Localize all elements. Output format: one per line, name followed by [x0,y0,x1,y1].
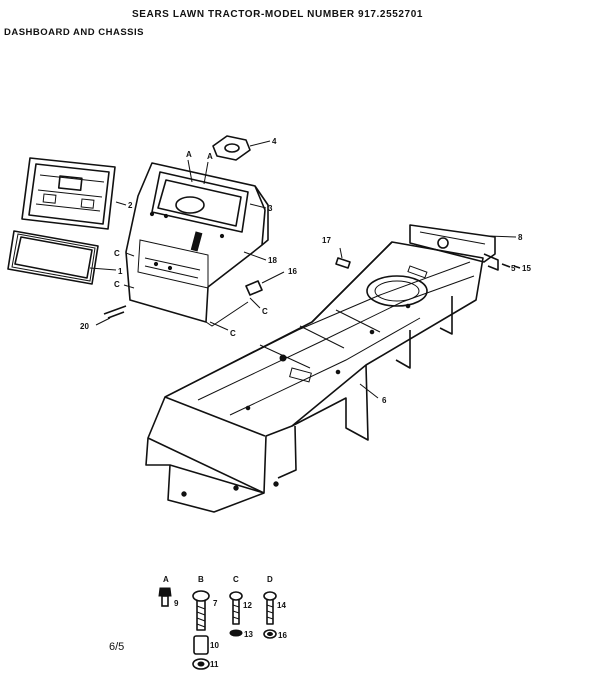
cap-flange-part [212,135,271,161]
callout-16-legend: 16 [278,631,287,640]
page-number: 6/5 [109,641,125,653]
callout-5: 5 [511,264,516,273]
callout-2: 2 [128,201,133,210]
callout-9: 9 [174,599,179,608]
letter-c-bottom: C [230,329,236,338]
callout-15: 15 [522,264,531,273]
letter-b-legend: B [198,575,204,584]
callout-16: 16 [288,267,297,276]
letter-c-mid: C [262,307,268,316]
callout-10: 10 [210,641,219,650]
callout-8: 8 [518,233,523,242]
chassis-frame-part [145,241,484,513]
leader-lines [89,159,517,399]
callout-17: 17 [322,236,331,245]
dashboard-housing-part [125,162,269,327]
callout-20: 20 [80,322,89,331]
diagram-title: SEARS LAWN TRACTOR-MODEL NUMBER 917.2552… [132,9,424,20]
callout-18: 18 [268,256,277,265]
letter-c-upper: C [114,249,120,258]
callout-11: 11 [210,660,219,669]
callout-4: 4 [272,137,277,146]
rear-bracket-part [409,224,499,271]
letter-d-legend: D [267,575,273,584]
callout-14: 14 [277,601,286,610]
callout-12: 12 [243,601,252,610]
letter-c-legend: C [233,575,239,584]
letter-a-dash-right: A [207,152,213,161]
callout-13: 13 [244,630,253,639]
section-title: DASHBOARD AND CHASSIS [4,27,144,38]
callout-7: 7 [213,599,218,608]
dash-bezel-part [21,157,116,230]
panel-gasket-part [7,230,99,285]
callout-1: 1 [118,267,123,276]
dash-hardware [95,247,521,326]
callout-3: 3 [268,204,273,213]
letter-a-legend: A [163,575,169,584]
callout-labels: 4 2 3 1 8 17 18 16 15 5 20 6 9 7 12 14 1… [80,137,531,669]
letter-labels: A A C C C C A B C D [114,150,273,584]
hardware-legend [158,587,277,670]
letter-c-lower: C [114,280,120,289]
letter-a-dash-left: A [186,150,192,159]
callout-6: 6 [382,396,387,405]
